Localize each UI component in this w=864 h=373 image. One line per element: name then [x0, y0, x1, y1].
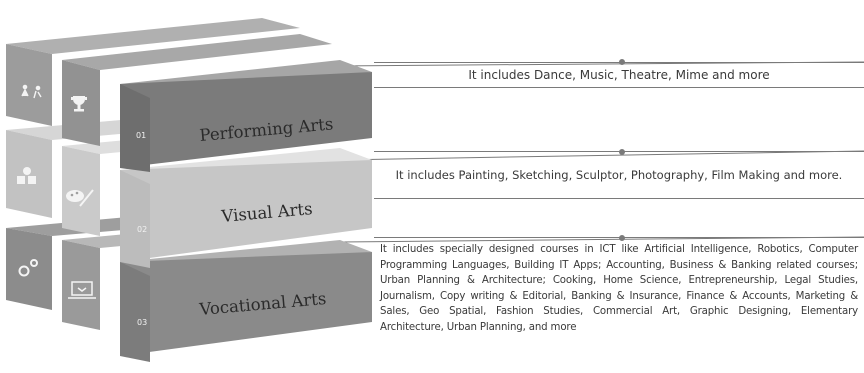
laptop-icon [68, 281, 96, 299]
tier1-back-front [6, 44, 52, 126]
tier1-front-face [120, 72, 372, 168]
tier1-back-top [6, 18, 300, 54]
description-box-visual-arts: It includes Painting, Sketching, Sculpto… [374, 151, 864, 199]
tier2-mid-front [62, 146, 100, 236]
connector-dot-2 [619, 149, 625, 155]
description-box-vocational-arts: It includes specially designed courses i… [374, 237, 864, 373]
description-visual-arts: It includes Painting, Sketching, Sculpto… [395, 168, 843, 182]
connector-dot-3 [619, 235, 625, 241]
tier3-number: 03 [137, 318, 147, 327]
tier2-front-shade [120, 170, 150, 268]
description-box-performing-arts: It includes Dance, Music, Theatre, Mime … [374, 62, 864, 88]
trophy-icon [71, 96, 87, 112]
palette-brush-icon [66, 189, 94, 207]
tier-performing-arts [6, 18, 372, 172]
tier3-mid-front [62, 240, 100, 330]
tier2-front-face [120, 160, 372, 262]
tier1-number: 01 [136, 131, 146, 140]
connector-line-2 [334, 150, 864, 161]
tier1-mid-top [62, 34, 332, 70]
dance-sparkle-icon [21, 84, 42, 99]
tier2-number: 02 [137, 225, 147, 234]
shapes-icon [17, 167, 36, 184]
tier3-front-shade [120, 262, 150, 362]
description-performing-arts: It includes Dance, Music, Theatre, Mime … [468, 68, 770, 82]
gears-icon [18, 259, 38, 277]
tier1-front-shade [120, 84, 150, 172]
description-vocational-arts: It includes specially designed courses i… [380, 244, 858, 333]
tier3-front-face [120, 252, 372, 356]
